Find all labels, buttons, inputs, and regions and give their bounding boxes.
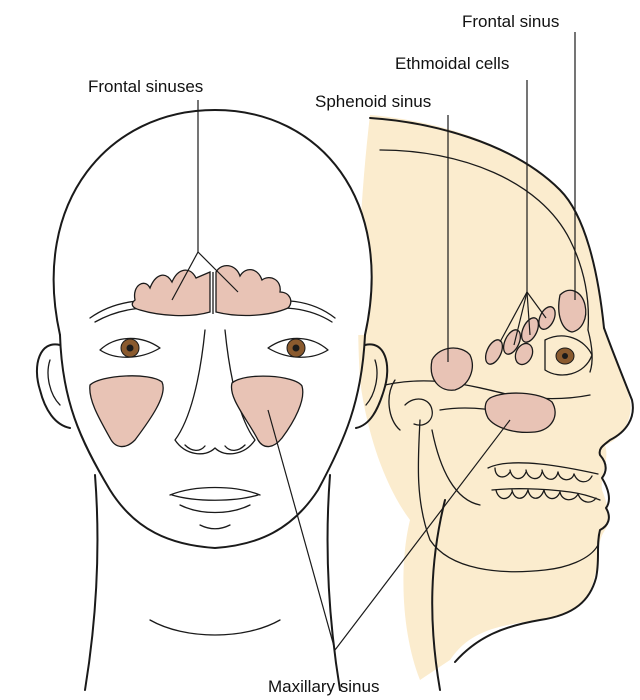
profile-frontal-sinus [559, 290, 586, 332]
right-eye [268, 338, 328, 357]
profile-head [358, 115, 633, 690]
label-sphenoid-sinus: Sphenoid sinus [315, 93, 431, 110]
maxillary-sinus-right [231, 376, 302, 446]
front-head [37, 110, 387, 690]
maxillary-sinus-left [90, 376, 163, 447]
label-ethmoidal-cells: Ethmoidal cells [395, 55, 509, 72]
label-frontal-sinuses: Frontal sinuses [88, 78, 203, 95]
mouth [170, 488, 260, 513]
label-frontal-sinus: Frontal sinus [462, 13, 559, 30]
left-eye [100, 338, 160, 357]
label-maxillary-sinus: Maxillary sinus [268, 678, 379, 695]
